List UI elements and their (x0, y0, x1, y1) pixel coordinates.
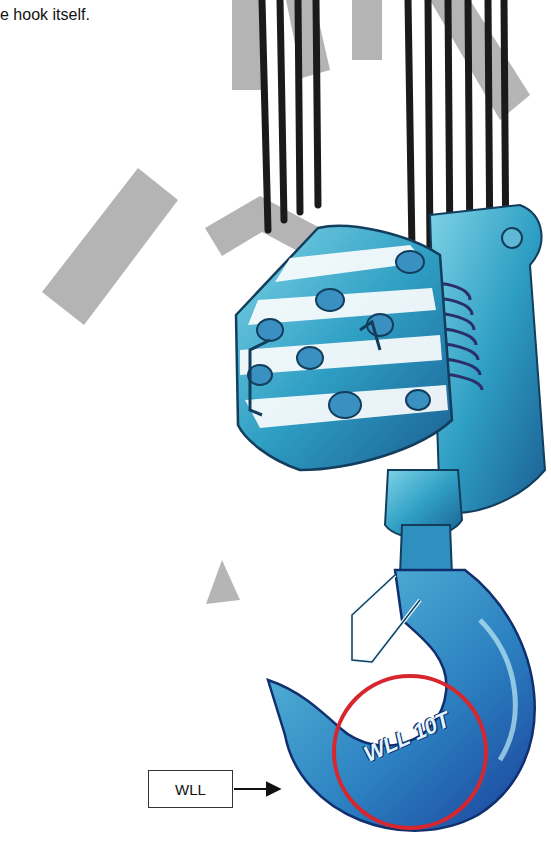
highlight-circle (334, 676, 486, 828)
caption-text: e hook itself. (0, 6, 90, 24)
callout-label: WLL (175, 781, 206, 798)
watermark-shape (42, 0, 530, 604)
callout-box: WLL (148, 770, 233, 808)
capacity-marking: WLL 10T (360, 707, 454, 768)
leader-arrow (234, 788, 280, 790)
